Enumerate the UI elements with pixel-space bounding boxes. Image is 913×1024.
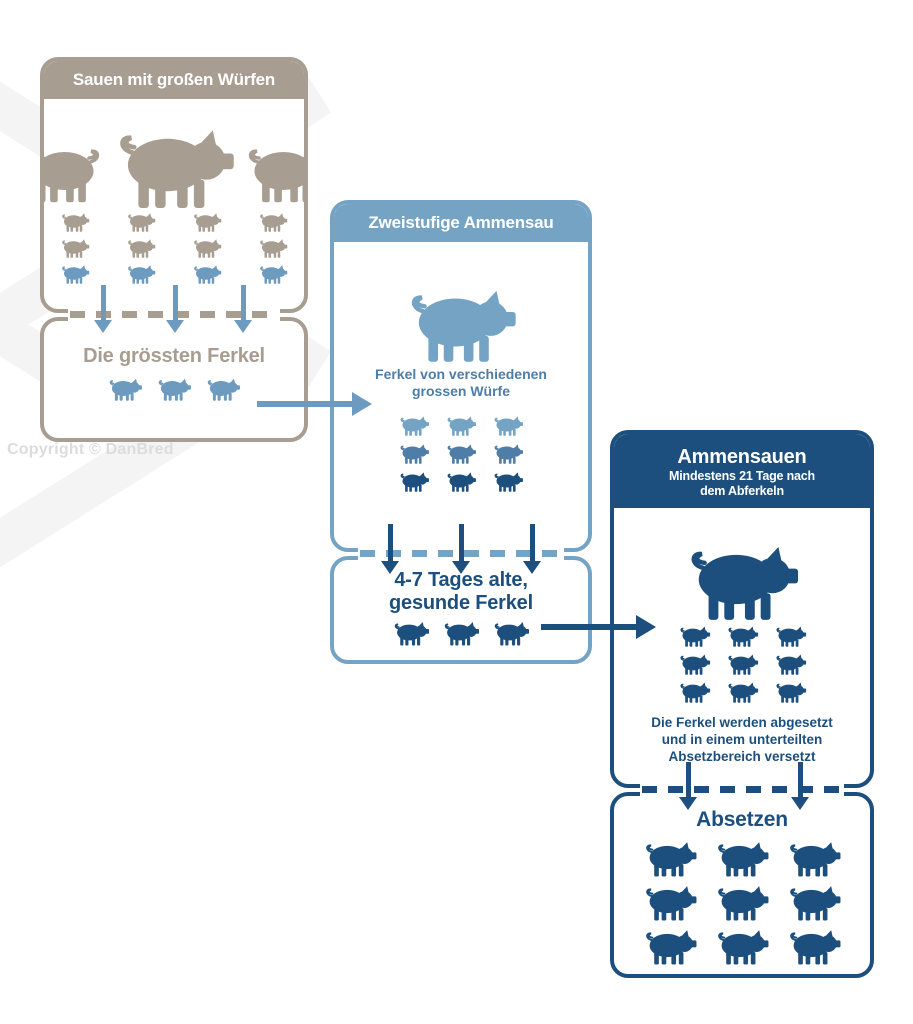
copyright-watermark: Copyright © DanBred xyxy=(7,441,174,458)
